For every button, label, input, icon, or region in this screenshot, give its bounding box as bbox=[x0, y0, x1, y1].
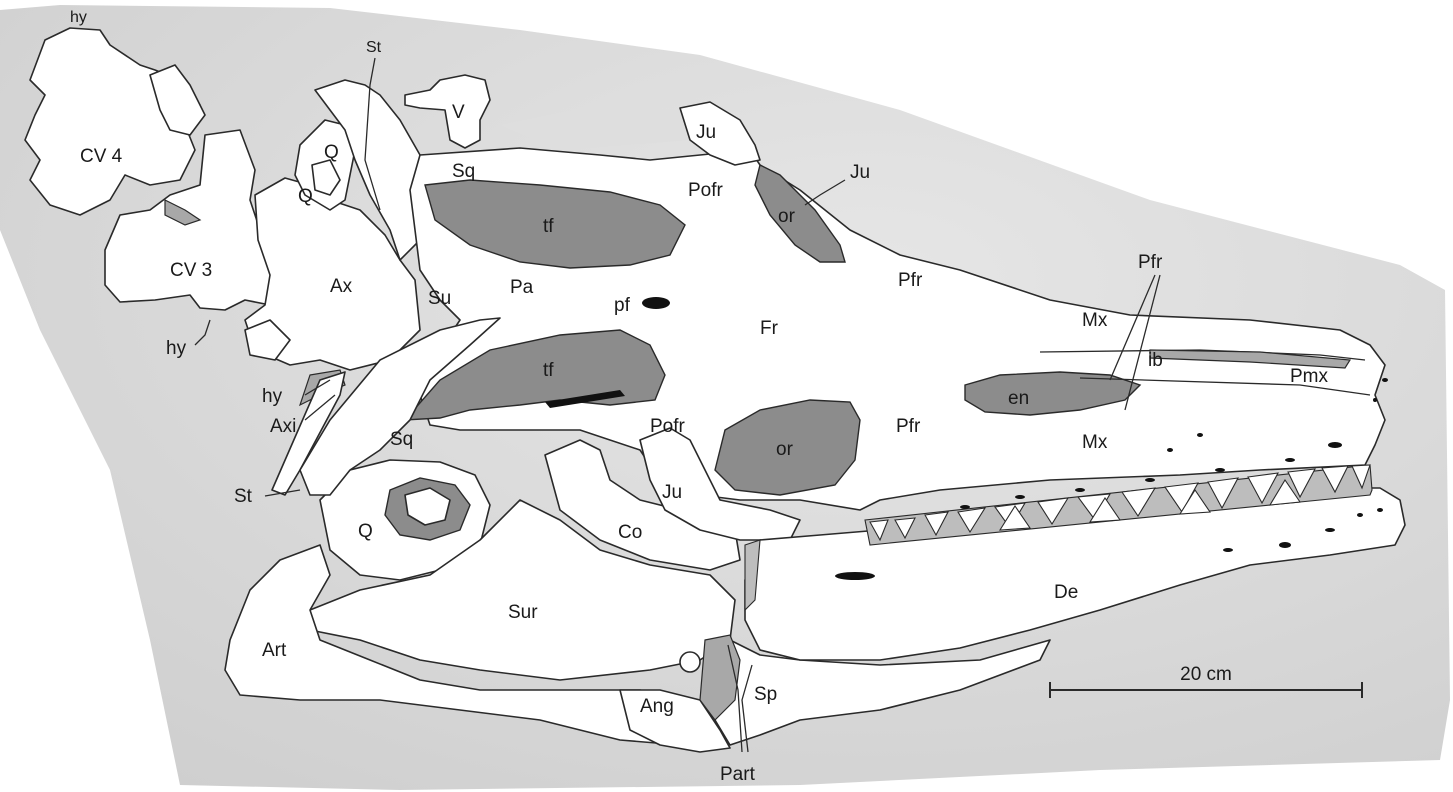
label-q1: Q bbox=[324, 142, 339, 163]
label-su: Su bbox=[428, 288, 451, 309]
label-tf-low: tf bbox=[543, 360, 554, 381]
label-pf: pf bbox=[614, 295, 631, 316]
label-ju-top: Ju bbox=[696, 122, 716, 143]
label-pfr-mid: Pfr bbox=[1138, 252, 1163, 273]
label-pfr-low: Pfr bbox=[896, 416, 921, 437]
label-v: V bbox=[452, 102, 465, 123]
label-pofr-top: Pofr bbox=[688, 180, 724, 201]
label-ju-low: Ju bbox=[662, 482, 682, 503]
label-sp: Sp bbox=[754, 684, 777, 705]
label-pofr-low: Pofr bbox=[650, 416, 686, 437]
label-ang: Ang bbox=[640, 696, 674, 717]
label-q3: Q bbox=[358, 521, 373, 542]
label-mx-top: Mx bbox=[1082, 310, 1108, 331]
label-mx-low: Mx bbox=[1082, 432, 1108, 453]
label-q2: Q bbox=[298, 186, 313, 207]
label-hy-left: hy bbox=[166, 338, 187, 359]
label-axi: Axi bbox=[270, 416, 296, 437]
label-co: Co bbox=[618, 522, 642, 543]
label-ax: Ax bbox=[330, 276, 353, 297]
label-en: en bbox=[1008, 388, 1029, 409]
label-ju-right: Ju bbox=[850, 162, 870, 183]
label-pfr-top: Pfr bbox=[898, 270, 923, 291]
label-tf-top: tf bbox=[543, 216, 554, 237]
label-pmx: Pmx bbox=[1290, 366, 1329, 387]
label-pa: Pa bbox=[510, 277, 534, 298]
label-ib: ib bbox=[1148, 350, 1163, 371]
label-fr: Fr bbox=[760, 318, 779, 339]
label-sq-low: Sq bbox=[390, 429, 413, 450]
label-hy-low: hy bbox=[262, 386, 283, 407]
label-st-low: St bbox=[234, 486, 253, 507]
label-cv3: CV 3 bbox=[170, 260, 212, 281]
label-de: De bbox=[1054, 582, 1078, 603]
label-sq-top: Sq bbox=[452, 161, 475, 182]
label-hy-top: hy bbox=[70, 9, 87, 26]
label-st-top: St bbox=[366, 39, 382, 56]
label-or-low: or bbox=[776, 439, 794, 460]
pineal-foramen bbox=[642, 297, 670, 309]
label-sur: Sur bbox=[508, 602, 538, 623]
label-cv4: CV 4 bbox=[80, 146, 123, 167]
label-art: Art bbox=[262, 640, 287, 661]
label-or-top: or bbox=[778, 206, 796, 227]
small-bone bbox=[680, 652, 700, 672]
label-part: Part bbox=[720, 764, 756, 785]
scale-bar-label: 20 cm bbox=[1180, 664, 1232, 685]
